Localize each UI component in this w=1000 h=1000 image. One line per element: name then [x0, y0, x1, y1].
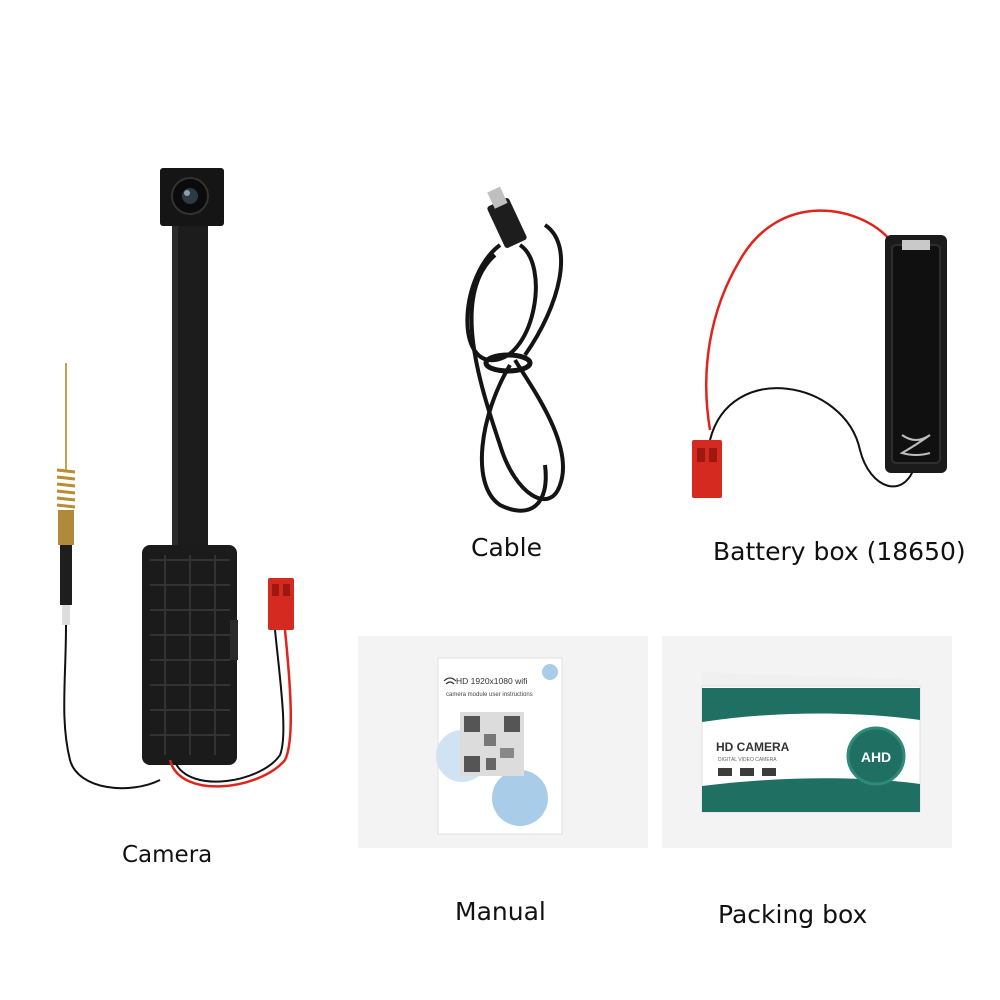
qr-code	[460, 712, 524, 776]
body-hex-pattern	[150, 555, 230, 755]
battery-box-image	[692, 209, 947, 498]
ahd-badge	[846, 726, 906, 786]
red-connector	[268, 578, 294, 630]
caption-manual: Manual	[455, 897, 546, 926]
coiled-wire	[465, 223, 565, 513]
caption-packing-box: Packing box	[718, 900, 868, 929]
ahd-badge-label: AHD	[861, 749, 891, 765]
camera-module-image	[56, 168, 294, 790]
usb-plug	[487, 198, 527, 248]
usb-cable-image	[465, 186, 565, 513]
caption-battery-box: Battery box (18650)	[713, 537, 966, 566]
red-connector	[692, 440, 722, 498]
red-wire	[168, 629, 293, 788]
battery-black-wire	[709, 387, 916, 488]
manual-image: HD 1920x1080 wifi camera module user ins…	[436, 657, 563, 835]
box-teal-stripe	[702, 688, 920, 722]
box-subtitle: DIGITAL VIDEO CAMERA	[718, 757, 777, 763]
box-title: HD CAMERA	[716, 740, 790, 754]
packing-box-image: HD CAMERA DIGITAL VIDEO CAMERA AHD	[701, 672, 921, 813]
manual-title: HD 1920x1080 wifi	[456, 676, 527, 686]
antenna-spring	[56, 468, 76, 509]
wifi-icon	[443, 677, 457, 685]
caption-cable: Cable	[471, 533, 542, 562]
caption-camera: Camera	[122, 842, 213, 868]
manual-subtitle: camera module user instructions	[446, 692, 533, 698]
battery-red-wire	[705, 209, 891, 431]
